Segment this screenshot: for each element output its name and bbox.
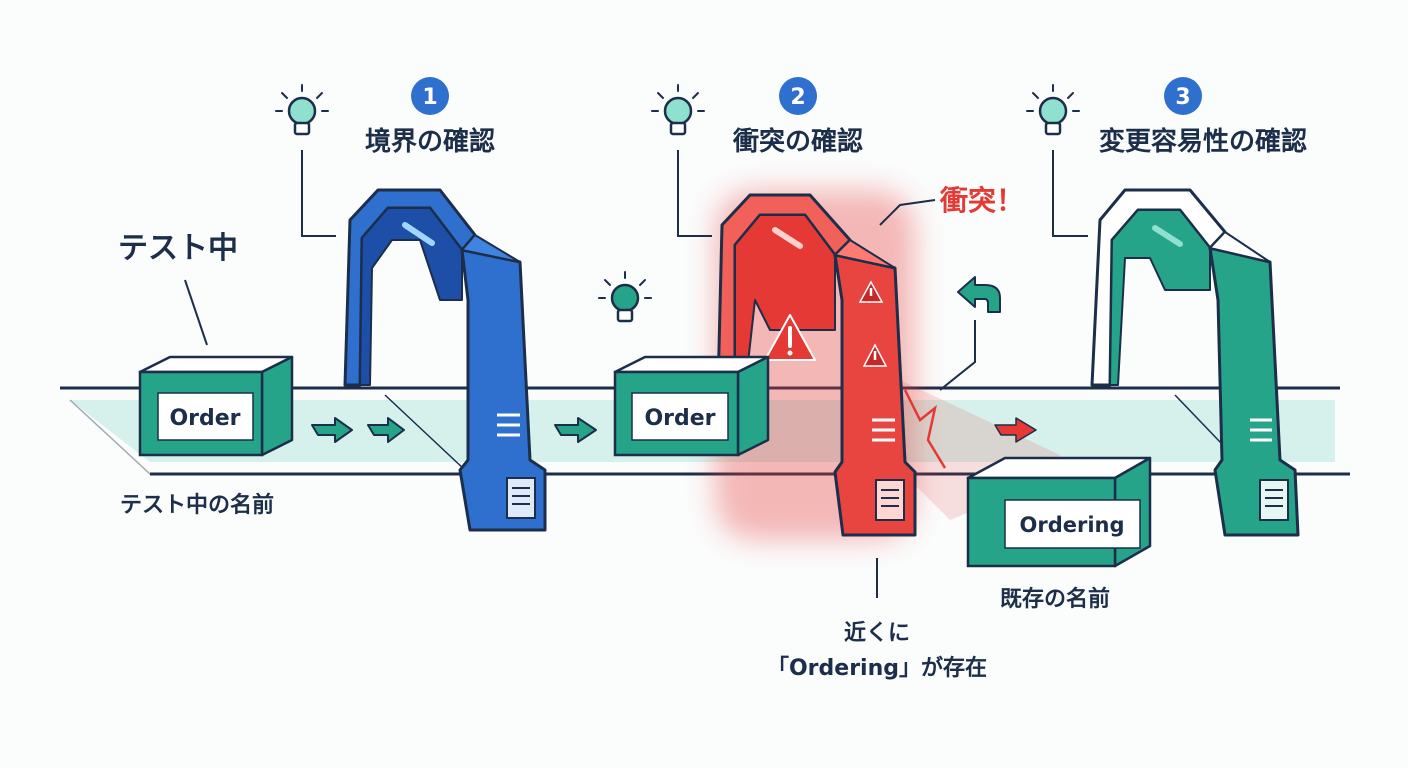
scanner-icon: [506, 477, 536, 519]
lightbulb-icon: [651, 84, 705, 136]
return-arrow-icon: [957, 276, 1001, 313]
gate-collision-check: [715, 190, 917, 540]
arrow-icon: [994, 417, 1037, 443]
lightbulb-icon: [598, 271, 652, 323]
warning-icon: [862, 343, 888, 367]
ordering-box: Ordering: [966, 456, 1152, 568]
gate-boundary-check: [343, 188, 547, 532]
testing-label: テスト中: [118, 231, 238, 266]
nearby-label-line2: 「Ordering」が存在: [767, 655, 987, 681]
lightbulb-icon: [275, 84, 329, 136]
step-1: 1 境界の確認: [365, 77, 495, 157]
order-box-2: Order: [613, 355, 770, 457]
step-number-1: 1: [422, 85, 437, 110]
testing-name-label: テスト中の名前: [120, 492, 274, 518]
box-label-ordering: Ordering: [1019, 513, 1124, 537]
step-title-3: 変更容易性の確認: [1099, 126, 1307, 157]
arrow-icon: [311, 417, 405, 443]
step-number-3: 3: [1175, 85, 1190, 110]
step-title-2: 衝突の確認: [732, 126, 863, 157]
collision-label: 衝突！: [939, 184, 1024, 217]
step-3: 3 変更容易性の確認: [1099, 77, 1307, 157]
warning-icon: [858, 280, 884, 303]
box-label-order-2: Order: [644, 406, 715, 431]
box-label-order-1: Order: [169, 406, 240, 431]
arrow-icon: [554, 417, 597, 443]
connector-lines: [184, 150, 1088, 598]
existing-name-label: 既存の名前: [1000, 586, 1110, 612]
step-title-1: 境界の確認: [365, 126, 495, 157]
warning-icon: [764, 314, 816, 361]
order-box-1: Order: [138, 355, 294, 457]
nearby-label-line1: 近くに: [844, 620, 910, 646]
step-2: 2 衝突の確認: [732, 77, 863, 157]
scanner-icon: [1259, 479, 1289, 521]
step-number-2: 2: [790, 85, 805, 110]
gate-changeability-check: [1090, 188, 1300, 537]
scanner-icon: [875, 479, 905, 521]
lightbulb-icon: [1026, 84, 1080, 136]
